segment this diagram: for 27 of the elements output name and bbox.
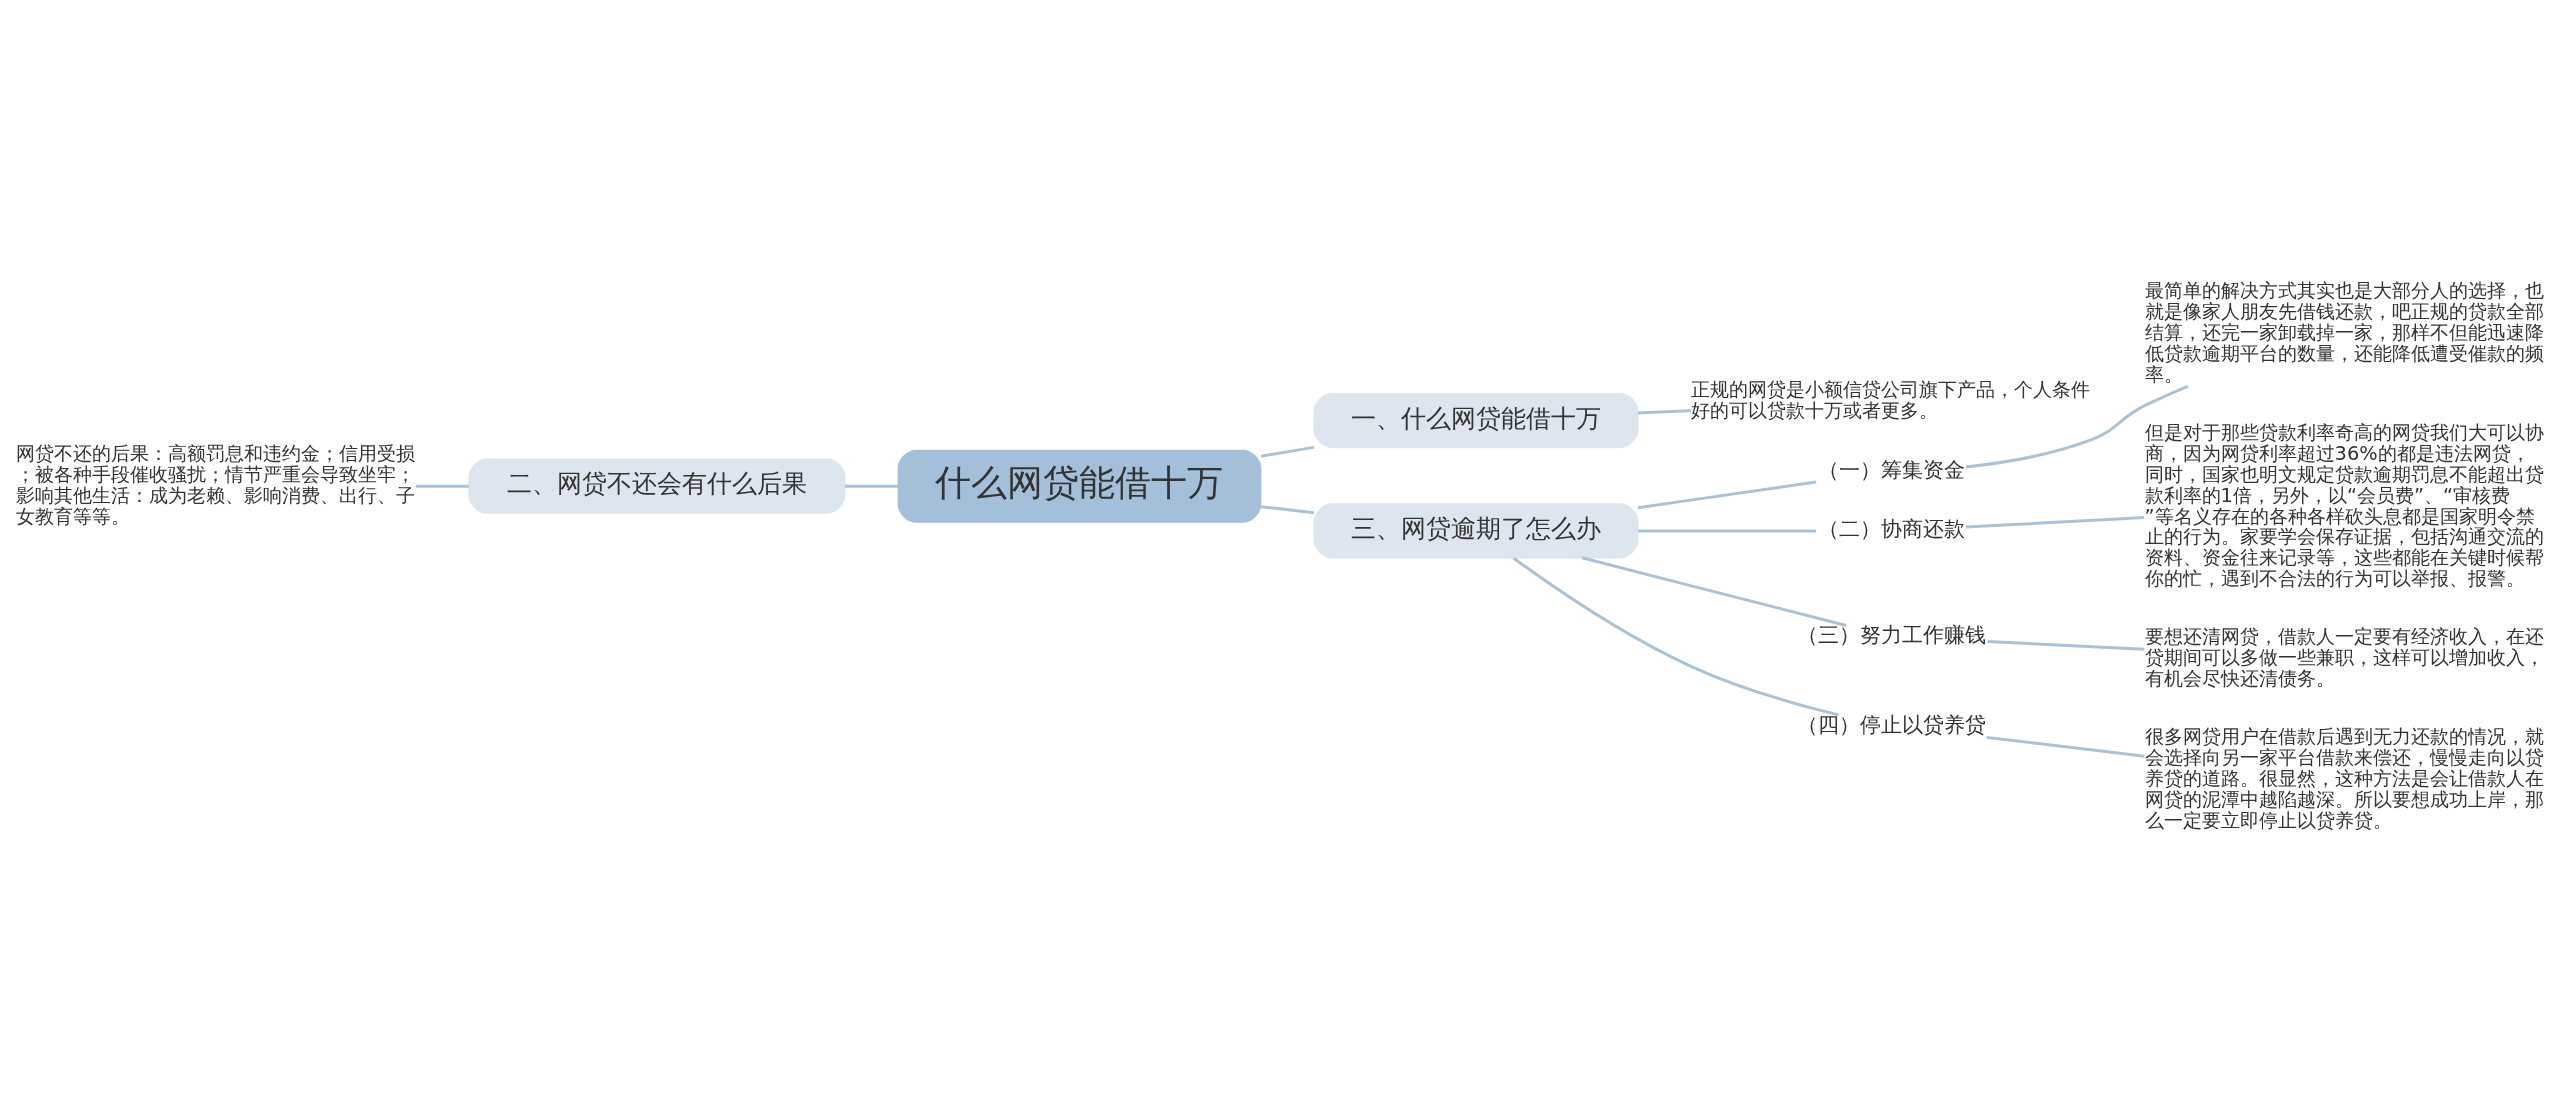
- connector: [1637, 479, 1817, 509]
- connector: [1638, 528, 1817, 532]
- connector: [844, 484, 899, 488]
- node-text: 网贷不还的后果：高额罚息和违约金；信用受损；被各种手段催收骚扰；情节严重会导致坐牢；影响其他生活：成为老赖、影响消费、出行、子女教育等等。: [15, 441, 415, 528]
- connector: [1581, 555, 1847, 627]
- node-text: 很多网贷用户在借款后遇到无力还款的情况，就会选择向另一家平台借款来偿还，慢慢走向以贷养贷的道路。很显然，这种方法是会让借款人在网贷的泥潭中越陷越深。所以要想成功上岸，那么一定要立即停止以贷养贷。: [2144, 724, 2544, 832]
- node-text: （三）努力工作赚钱: [1796, 622, 1986, 647]
- connector: [1965, 515, 2145, 528]
- connector: [415, 484, 469, 488]
- node-text: 正规的网贷是小额信贷公司旗下产品，个人条件好的可以贷款十万或者更多。: [1691, 377, 2091, 422]
- node-text: （一）筹集资金: [1817, 457, 1965, 482]
- node-box: 二、网贷不还会有什么后果: [468, 458, 846, 514]
- connector: [1512, 556, 1839, 716]
- connector: [1965, 384, 2189, 468]
- node-text: 但是对于那些贷款利率奇高的网贷我们大可以协商，因为网贷利率超过36%的都是违法网贷，同时，国家也明文规定贷款逾期罚息不能超出贷款利率的1倍，另外，以“会员费”、“审核费”等名义存在的各种各样砍头息都是国家明令禁止的行为。家要学会保存证据，包括沟通交流的资料、资金往来记录等，这些都能在关键时候帮你的忙，遇到不合法的行为可以举报、报警。: [2144, 420, 2544, 590]
- connector: [1260, 445, 1315, 458]
- node-box: 三、网贷逾期了怎么办: [1313, 502, 1639, 558]
- connector: [1987, 639, 2145, 651]
- node-box: 什么网贷能借十万: [897, 449, 1262, 523]
- node-box: 一、什么网贷能借十万: [1313, 392, 1639, 448]
- node-text: 最简单的解决方式其实也是大部分人的选择，也就是像家人朋友先借钱还款，吧正规的贷款全部结算，还完一家卸载掉一家，那样不但能迅速降低贷款逾期平台的数量，还能降低遭受催款的频率。: [2144, 278, 2544, 386]
- connector: [1638, 408, 1692, 415]
- node-text: （四）停止以贷养贷: [1796, 712, 1986, 737]
- connector: [1260, 504, 1314, 514]
- connector: [1986, 735, 2145, 758]
- node-text: （二）协商还款: [1817, 516, 1965, 541]
- node-text: 要想还清网贷，借款人一定要有经济收入，在还贷期间可以多做一些兼职，这样可以增加收入，有机会尽快还清债务。: [2144, 624, 2544, 690]
